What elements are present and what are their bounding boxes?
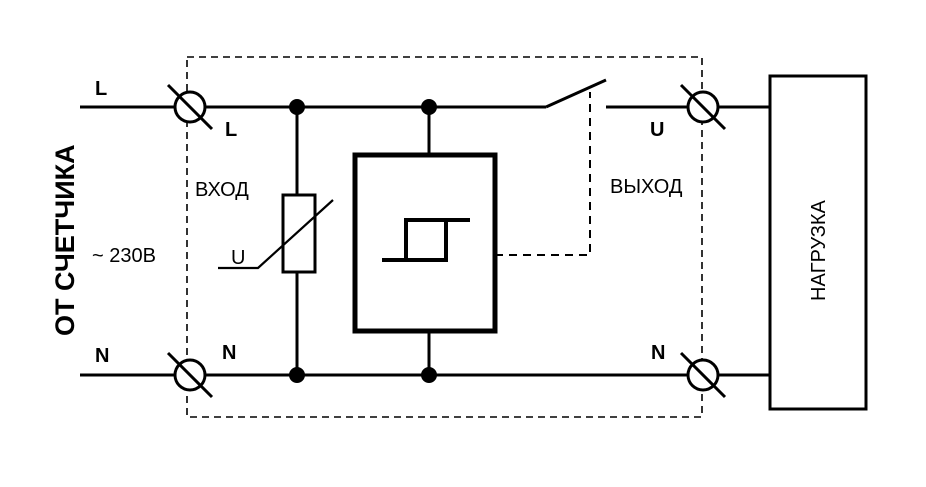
voltage-controller bbox=[352, 152, 498, 334]
label-inner-l: L bbox=[225, 119, 237, 141]
label-outer-n: N bbox=[95, 345, 109, 367]
label-varistor: U bbox=[231, 247, 245, 269]
load-box bbox=[768, 74, 868, 411]
hysteresis-symbol bbox=[404, 218, 448, 262]
terminal-out-u bbox=[679, 83, 727, 131]
label-input: ВХОД bbox=[195, 179, 249, 201]
label-outer-l: L bbox=[95, 78, 107, 100]
label-out-u: U bbox=[650, 119, 664, 141]
label-load: НАГРУЗКА bbox=[808, 199, 830, 301]
varistor-characteristic bbox=[218, 199, 334, 270]
relay-contact bbox=[545, 78, 607, 109]
varistor bbox=[281, 193, 317, 274]
label-output: ВЫХОД bbox=[610, 176, 683, 198]
terminal-in-l bbox=[166, 83, 214, 131]
label-out-n: N bbox=[651, 342, 665, 364]
label-voltage: ~ 230В bbox=[92, 245, 156, 267]
terminal-in-n bbox=[166, 351, 214, 399]
device-enclosure bbox=[186, 56, 703, 418]
label-source: ОТ СЧЕТЧИКА bbox=[50, 144, 80, 336]
relay-link bbox=[495, 92, 591, 256]
label-inner-n: N bbox=[222, 342, 236, 364]
terminal-out-n bbox=[679, 351, 727, 399]
